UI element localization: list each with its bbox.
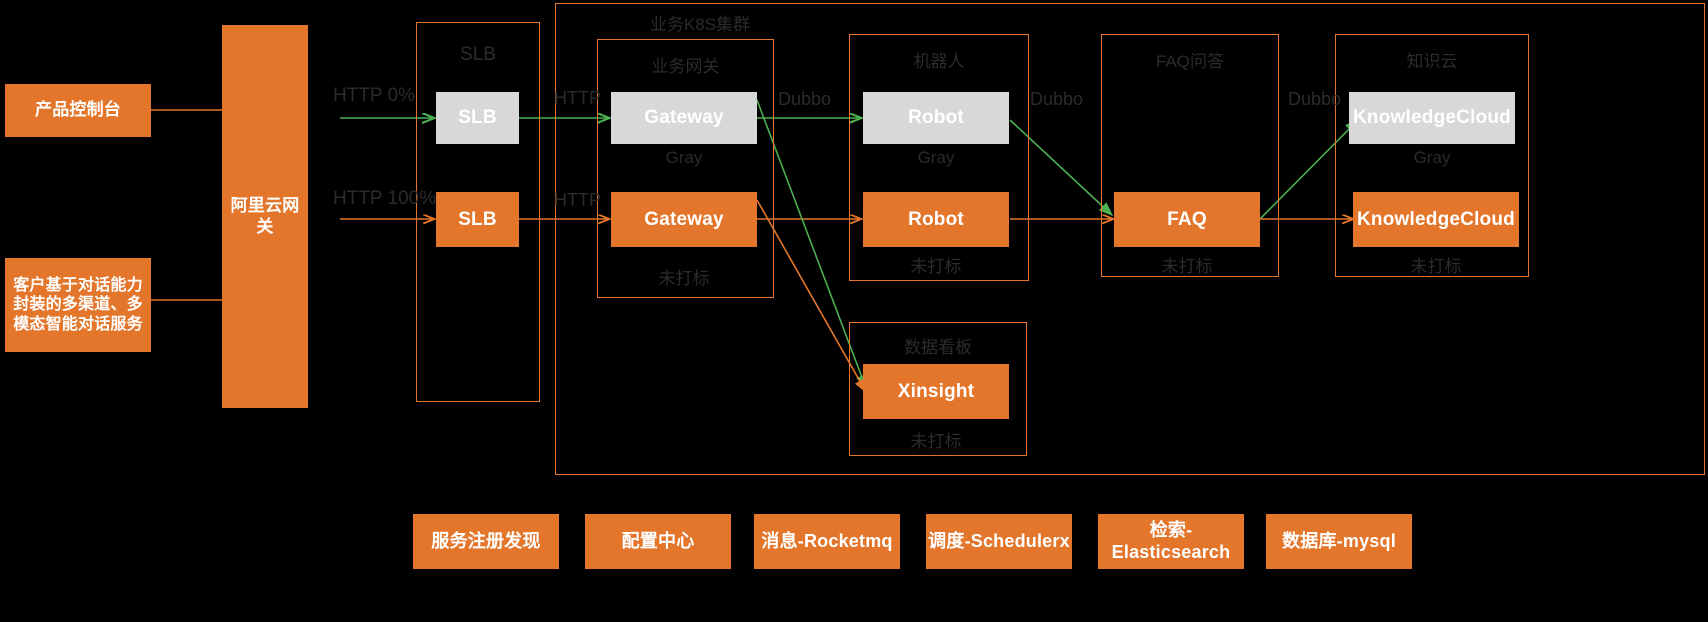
infra-box-schedulerx-label: 调度-Schedulerx [928, 530, 1070, 551]
service-node-gateway-gray[interactable]: Gateway [611, 92, 757, 144]
service-node-knowledgecloud-gray[interactable]: KnowledgeCloud [1349, 92, 1515, 144]
service-group-frame-databoard [849, 322, 1027, 456]
service-node-knowledgecloud-gray-label: KnowledgeCloud [1353, 107, 1511, 129]
infra-box-service-registry[interactable]: 服务注册发现 [413, 514, 559, 569]
service-group-title-faq: FAQ问答 [1155, 52, 1224, 71]
infra-box-rocketmq-label: 消息-Rocketmq [761, 530, 893, 551]
slb-node-normal-label: SLB [458, 208, 497, 230]
source-box-customer-service[interactable]: 客户基于对话能力封装的多渠道、多模态智能对话服务 [5, 258, 151, 352]
cloud-gateway-label: 阿里云网关 [230, 195, 300, 236]
infra-box-config-center[interactable]: 配置中心 [585, 514, 731, 569]
infra-box-schedulerx[interactable]: 调度-Schedulerx [926, 514, 1072, 569]
protocol-label-gateway-robot: Dubbo [778, 89, 832, 109]
service-group-title-knowledgecloud: 知识云 [1406, 52, 1458, 71]
service-group-title-gateway: 业务网关 [651, 57, 720, 76]
service-group-frame-faq [1101, 34, 1279, 277]
service-node-faq-normal-label: FAQ [1167, 208, 1207, 230]
service-node-robot-gray[interactable]: Robot [863, 92, 1009, 144]
service-node-knowledgecloud-normal[interactable]: KnowledgeCloud [1353, 192, 1519, 247]
service-node-gateway-normal-label: Gateway [644, 208, 724, 230]
protocol-label-faq-knowledgecloud: Dubbo [1288, 89, 1342, 109]
service-node-robot-normal-label: Robot [908, 208, 964, 230]
infra-box-mysql[interactable]: 数据库-mysql [1266, 514, 1412, 569]
infra-box-config-center-label: 配置中心 [621, 530, 695, 551]
service-node-xinsight-label: Xinsight [897, 380, 975, 402]
service-node-gateway-normal[interactable]: Gateway [611, 192, 757, 247]
source-box-customer-service-label: 客户基于对话能力封装的多渠道、多模态智能对话服务 [13, 276, 143, 333]
infra-box-elasticsearch[interactable]: 检索-Elasticsearch [1098, 514, 1244, 569]
infra-box-elasticsearch-label: 检索-Elasticsearch [1111, 519, 1231, 562]
service-tag-robot-gray: Gray [917, 148, 955, 167]
service-node-knowledgecloud-normal-label: KnowledgeCloud [1357, 208, 1515, 230]
service-group-title-robot: 机器人 [913, 52, 965, 71]
service-node-robot-gray-label: Robot [908, 107, 964, 129]
service-node-faq-normal[interactable]: FAQ [1114, 192, 1260, 247]
service-node-xinsight[interactable]: Xinsight [863, 364, 1009, 419]
traffic-label-gray-split: HTTP 0% [333, 85, 416, 106]
cloud-gateway-box[interactable]: 阿里云网关 [222, 25, 308, 408]
protocol-label-slb-gateway-gray: HTTP [554, 88, 601, 108]
service-node-gateway-gray-label: Gateway [644, 107, 724, 129]
slb-node-gray[interactable]: SLB [436, 92, 519, 144]
service-tag-knowledgecloud-gray: Gray [1413, 148, 1451, 167]
service-group-frame-robot [849, 34, 1029, 281]
protocol-label-slb-gateway-normal: HTTP [554, 190, 601, 210]
service-tag-gateway-normal: 未打标 [658, 269, 710, 288]
service-tag-xinsight: 未打标 [910, 432, 962, 451]
slb-node-gray-label: SLB [458, 107, 497, 129]
service-group-frame-gateway [597, 39, 774, 298]
service-tag-knowledgecloud-normal: 未打标 [1410, 257, 1462, 276]
slb-group-frame [416, 22, 540, 402]
service-tag-robot-normal: 未打标 [910, 257, 962, 276]
protocol-label-robot-faq: Dubbo [1030, 89, 1084, 109]
infra-box-rocketmq[interactable]: 消息-Rocketmq [754, 514, 900, 569]
service-group-title-databoard: 数据看板 [904, 338, 972, 357]
slb-node-normal[interactable]: SLB [436, 192, 519, 247]
service-group-frame-knowledgecloud [1335, 34, 1529, 277]
infra-box-service-registry-label: 服务注册发现 [431, 530, 541, 551]
service-tag-gateway-gray: Gray [665, 148, 703, 167]
service-node-robot-normal[interactable]: Robot [863, 192, 1009, 247]
service-tag-faq-normal: 未打标 [1161, 257, 1213, 276]
infra-box-mysql-label: 数据库-mysql [1282, 530, 1396, 551]
source-box-product-console[interactable]: 产品控制台 [5, 84, 151, 137]
source-box-product-console-label: 产品控制台 [35, 100, 121, 120]
k8s-cluster-title: 业务K8S集群 [649, 15, 751, 34]
traffic-label-normal-split: HTTP 100% [333, 188, 437, 209]
slb-group-title: SLB [460, 44, 496, 65]
k8s-cluster-frame [555, 3, 1705, 475]
